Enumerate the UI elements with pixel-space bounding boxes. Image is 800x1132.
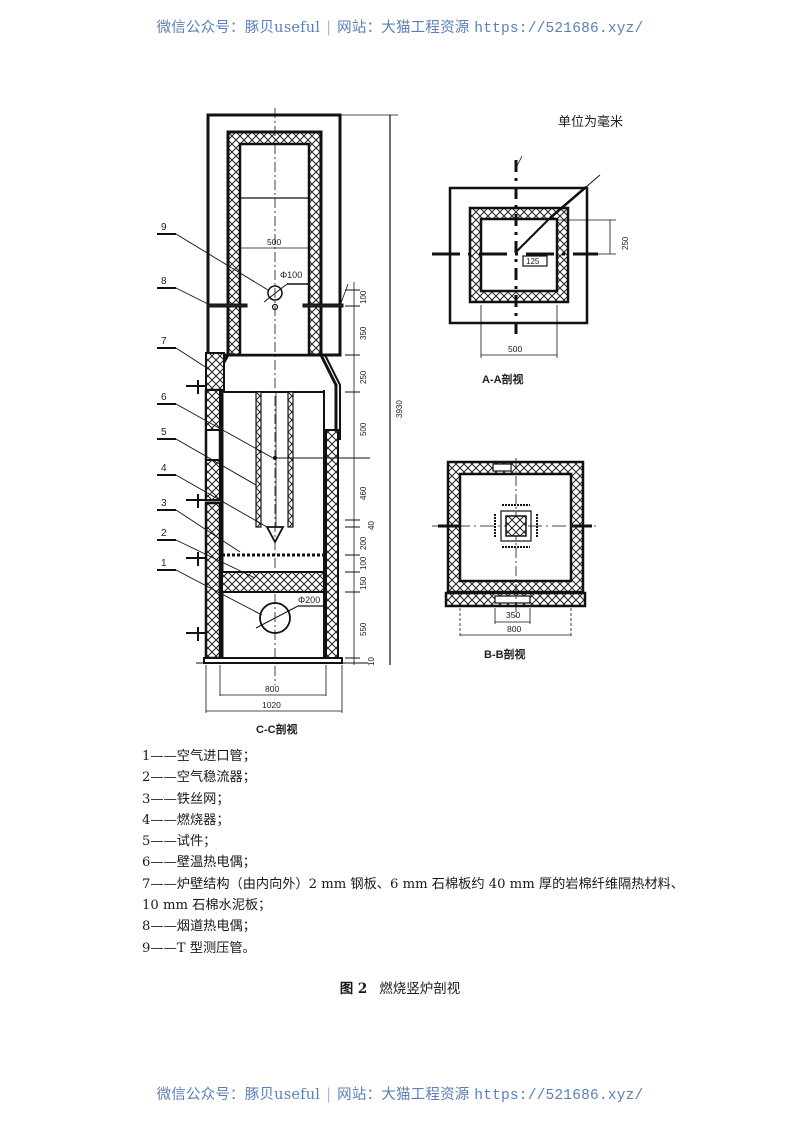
callout-9: 9 (161, 222, 167, 233)
header-watermark: 微信公众号：豚贝useful | 网站：大猫工程资源 https://521686.… (0, 16, 800, 37)
cc-view-title: C-C剖视 (256, 722, 298, 736)
dim-phi200: Φ200 (298, 595, 320, 605)
figure-title: 燃烧竖炉剖视 (379, 981, 461, 997)
callout-7: 7 (161, 336, 167, 347)
callout-6: 6 (161, 392, 167, 403)
vdim-100: 100 (359, 290, 368, 304)
cc-section-view (157, 108, 398, 713)
aa-labels: 单位为毫米 250 125 500 A-A剖视 (482, 114, 630, 386)
callout-4: 4 (161, 463, 167, 474)
dim-1020: 1020 (262, 700, 281, 710)
site-label: 网站：大猫工程资源 (337, 1087, 470, 1103)
unit-note: 单位为毫米 (558, 114, 623, 129)
vdim-250: 250 (359, 370, 368, 384)
vdim-3930: 3930 (395, 400, 404, 418)
callout-1: 1 (161, 558, 167, 569)
legend-item: 3——铁丝网； (142, 791, 230, 807)
vdim-350: 350 (359, 326, 368, 340)
bb-section-view (432, 458, 600, 638)
legend-item: 1——空气进口管； (142, 749, 256, 764)
dim-800: 800 (265, 684, 279, 694)
bb-labels: 350 800 B-B剖视 (484, 610, 526, 661)
wechat-label: 微信公众号：豚贝useful (156, 1087, 321, 1103)
cc-labels: 9 8 7 6 5 4 3 2 1 500 Φ100 Φ200 800 1020… (161, 222, 404, 736)
aa-section-view (432, 155, 616, 358)
figure-number: 图 2 (339, 981, 368, 997)
callout-8: 8 (161, 276, 167, 287)
callout-5: 5 (161, 427, 167, 438)
legend-item: 2——空气稳流器； (142, 770, 256, 786)
legend-item: 4——燃烧器； (142, 812, 230, 828)
aa-view-title: A-A剖视 (482, 372, 524, 386)
site-url-link[interactable]: https://521686.xyz/ (474, 1088, 644, 1104)
vdim-150: 150 (359, 576, 368, 590)
callout-2: 2 (161, 528, 167, 539)
dim-phi100: Φ100 (280, 270, 302, 280)
vdim-10: 10 (367, 657, 376, 666)
legend-item: 7——炉壁结构（由内向外）2 mm 钢板、6 mm 石棉板约 40 mm 厚的岩… (142, 876, 684, 892)
legend-list: 1——空气进口管； 2——空气稳流器； 3——铁丝网； 4——燃烧器； 5——试… (142, 746, 684, 959)
vdim-500: 500 (359, 422, 368, 436)
aa-dim-125: 125 (526, 257, 540, 266)
bb-view-title: B-B剖视 (484, 647, 526, 661)
dim-500: 500 (267, 237, 281, 247)
separator: | (326, 20, 332, 36)
legend-item-continuation: 10 mm 石棉水泥板； (142, 898, 272, 914)
legend-item: 8——烟道热电偶； (142, 919, 256, 935)
wechat-label: 微信公众号：豚贝useful (156, 20, 321, 36)
legend-item: 6——壁温热电偶； (142, 855, 256, 871)
callout-3: 3 (161, 498, 167, 509)
separator: | (326, 1087, 332, 1103)
furnace-section-drawing: 9 8 7 6 5 4 3 2 1 500 Φ100 Φ200 800 1020… (140, 100, 680, 740)
bb-dim-800: 800 (507, 624, 521, 634)
legend-item: 5——试件； (142, 834, 217, 850)
site-url-link[interactable]: https://521686.xyz/ (474, 21, 644, 37)
vdim-550: 550 (359, 622, 368, 636)
vdim-40: 40 (367, 521, 376, 530)
bb-dim-350: 350 (506, 610, 520, 620)
figure-caption: 图 2 燃烧竖炉剖视 (0, 977, 800, 997)
legend-item: 9——T 型测压管。 (142, 940, 256, 956)
vdim-100b: 100 (359, 556, 368, 570)
footer-watermark: 微信公众号：豚贝useful | 网站：大猫工程资源 https://521686.… (0, 1083, 800, 1104)
aa-dim-500: 500 (508, 344, 522, 354)
site-label: 网站：大猫工程资源 (337, 20, 470, 36)
aa-dim-250: 250 (621, 236, 630, 250)
vdim-460: 460 (359, 486, 368, 500)
vdim-200: 200 (359, 536, 368, 550)
